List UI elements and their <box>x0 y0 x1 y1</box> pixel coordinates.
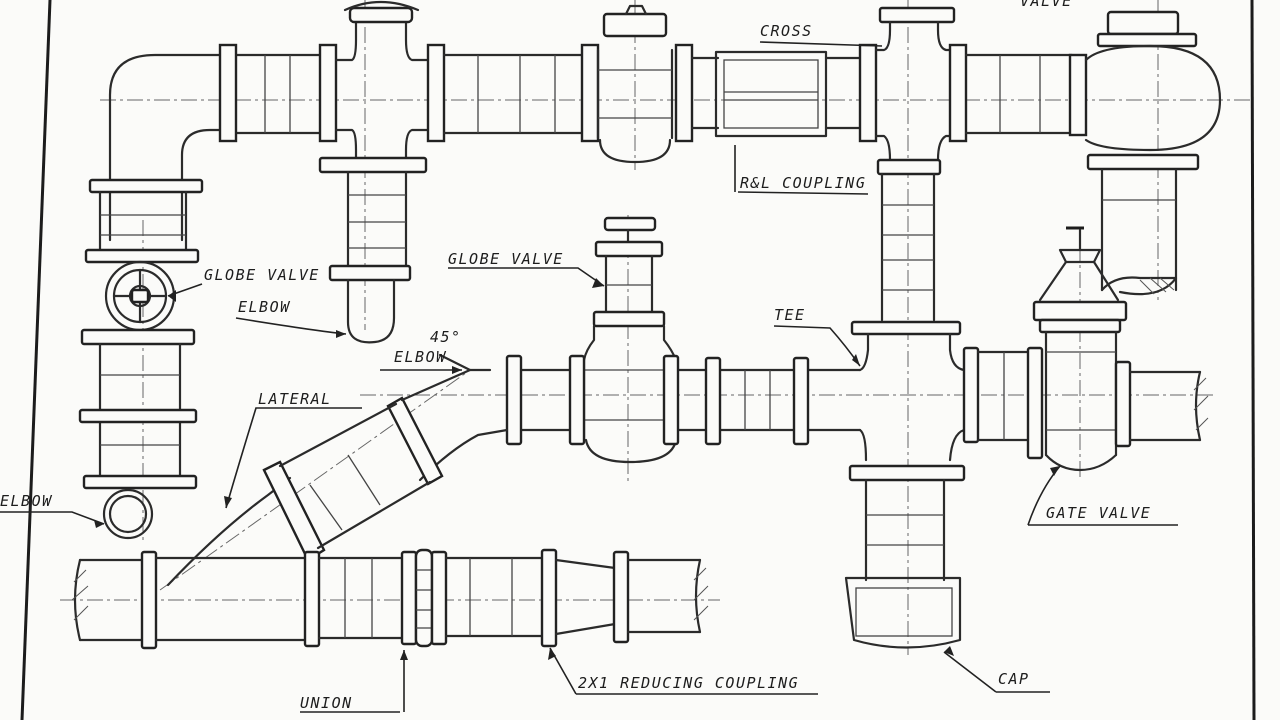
leader-lines <box>0 41 1178 713</box>
center-globe-valve <box>582 216 678 464</box>
label-globe-valve-left: GLOBE VALVE <box>204 266 320 284</box>
top-pipe-left <box>218 43 338 143</box>
tee-fitting <box>848 320 980 482</box>
labels: CROSS R&L COUPLING GLOBE VALVE ELBOW GLO… <box>0 0 1151 712</box>
label-elbow-45: ELBOW <box>394 348 447 366</box>
bottom-run <box>71 548 709 650</box>
label-globe-valve-center: GLOBE VALVE <box>448 250 564 268</box>
label-gate-valve: GATE VALVE <box>1046 504 1151 522</box>
top-elbow <box>108 53 224 242</box>
label-rl-coupling: R&L COUPLING <box>740 174 866 192</box>
left-riser <box>84 178 204 264</box>
lower-riser-cap <box>844 478 962 649</box>
label-elbow-45-angle: 45° <box>430 328 462 346</box>
label-cap: CAP <box>998 670 1030 688</box>
top-pipe-middle <box>442 43 600 143</box>
top-pipe-right <box>964 53 1088 137</box>
right-middle-pipe <box>976 346 1044 460</box>
middle-pipe <box>505 354 862 446</box>
label-lateral: LATERAL <box>258 390 332 408</box>
label-cross: CROSS <box>760 22 813 40</box>
label-reducing-coupling: 2X1 REDUCING COUPLING <box>578 674 799 692</box>
top-gate-valve <box>596 4 694 164</box>
top-right-valve <box>1084 10 1222 296</box>
rl-coupling <box>690 43 878 143</box>
sheet-border <box>20 0 1256 720</box>
left-lower-riser <box>78 328 198 540</box>
label-union: UNION <box>300 694 353 712</box>
cross-vertical <box>880 172 936 322</box>
label-elbow-upper: ELBOW <box>238 298 291 316</box>
lateral-fitting <box>166 353 509 587</box>
left-globe-valve-handwheel <box>104 260 176 332</box>
label-partial-top-right: VALVE <box>1020 0 1073 10</box>
gate-valve <box>1032 226 1209 472</box>
top-tee <box>318 0 446 174</box>
label-tee: TEE <box>774 306 806 324</box>
cross-fitting <box>874 6 968 176</box>
label-elbow-left: ELBOW <box>0 492 53 510</box>
upper-drop <box>328 170 412 344</box>
arrowheads <box>94 278 1060 660</box>
